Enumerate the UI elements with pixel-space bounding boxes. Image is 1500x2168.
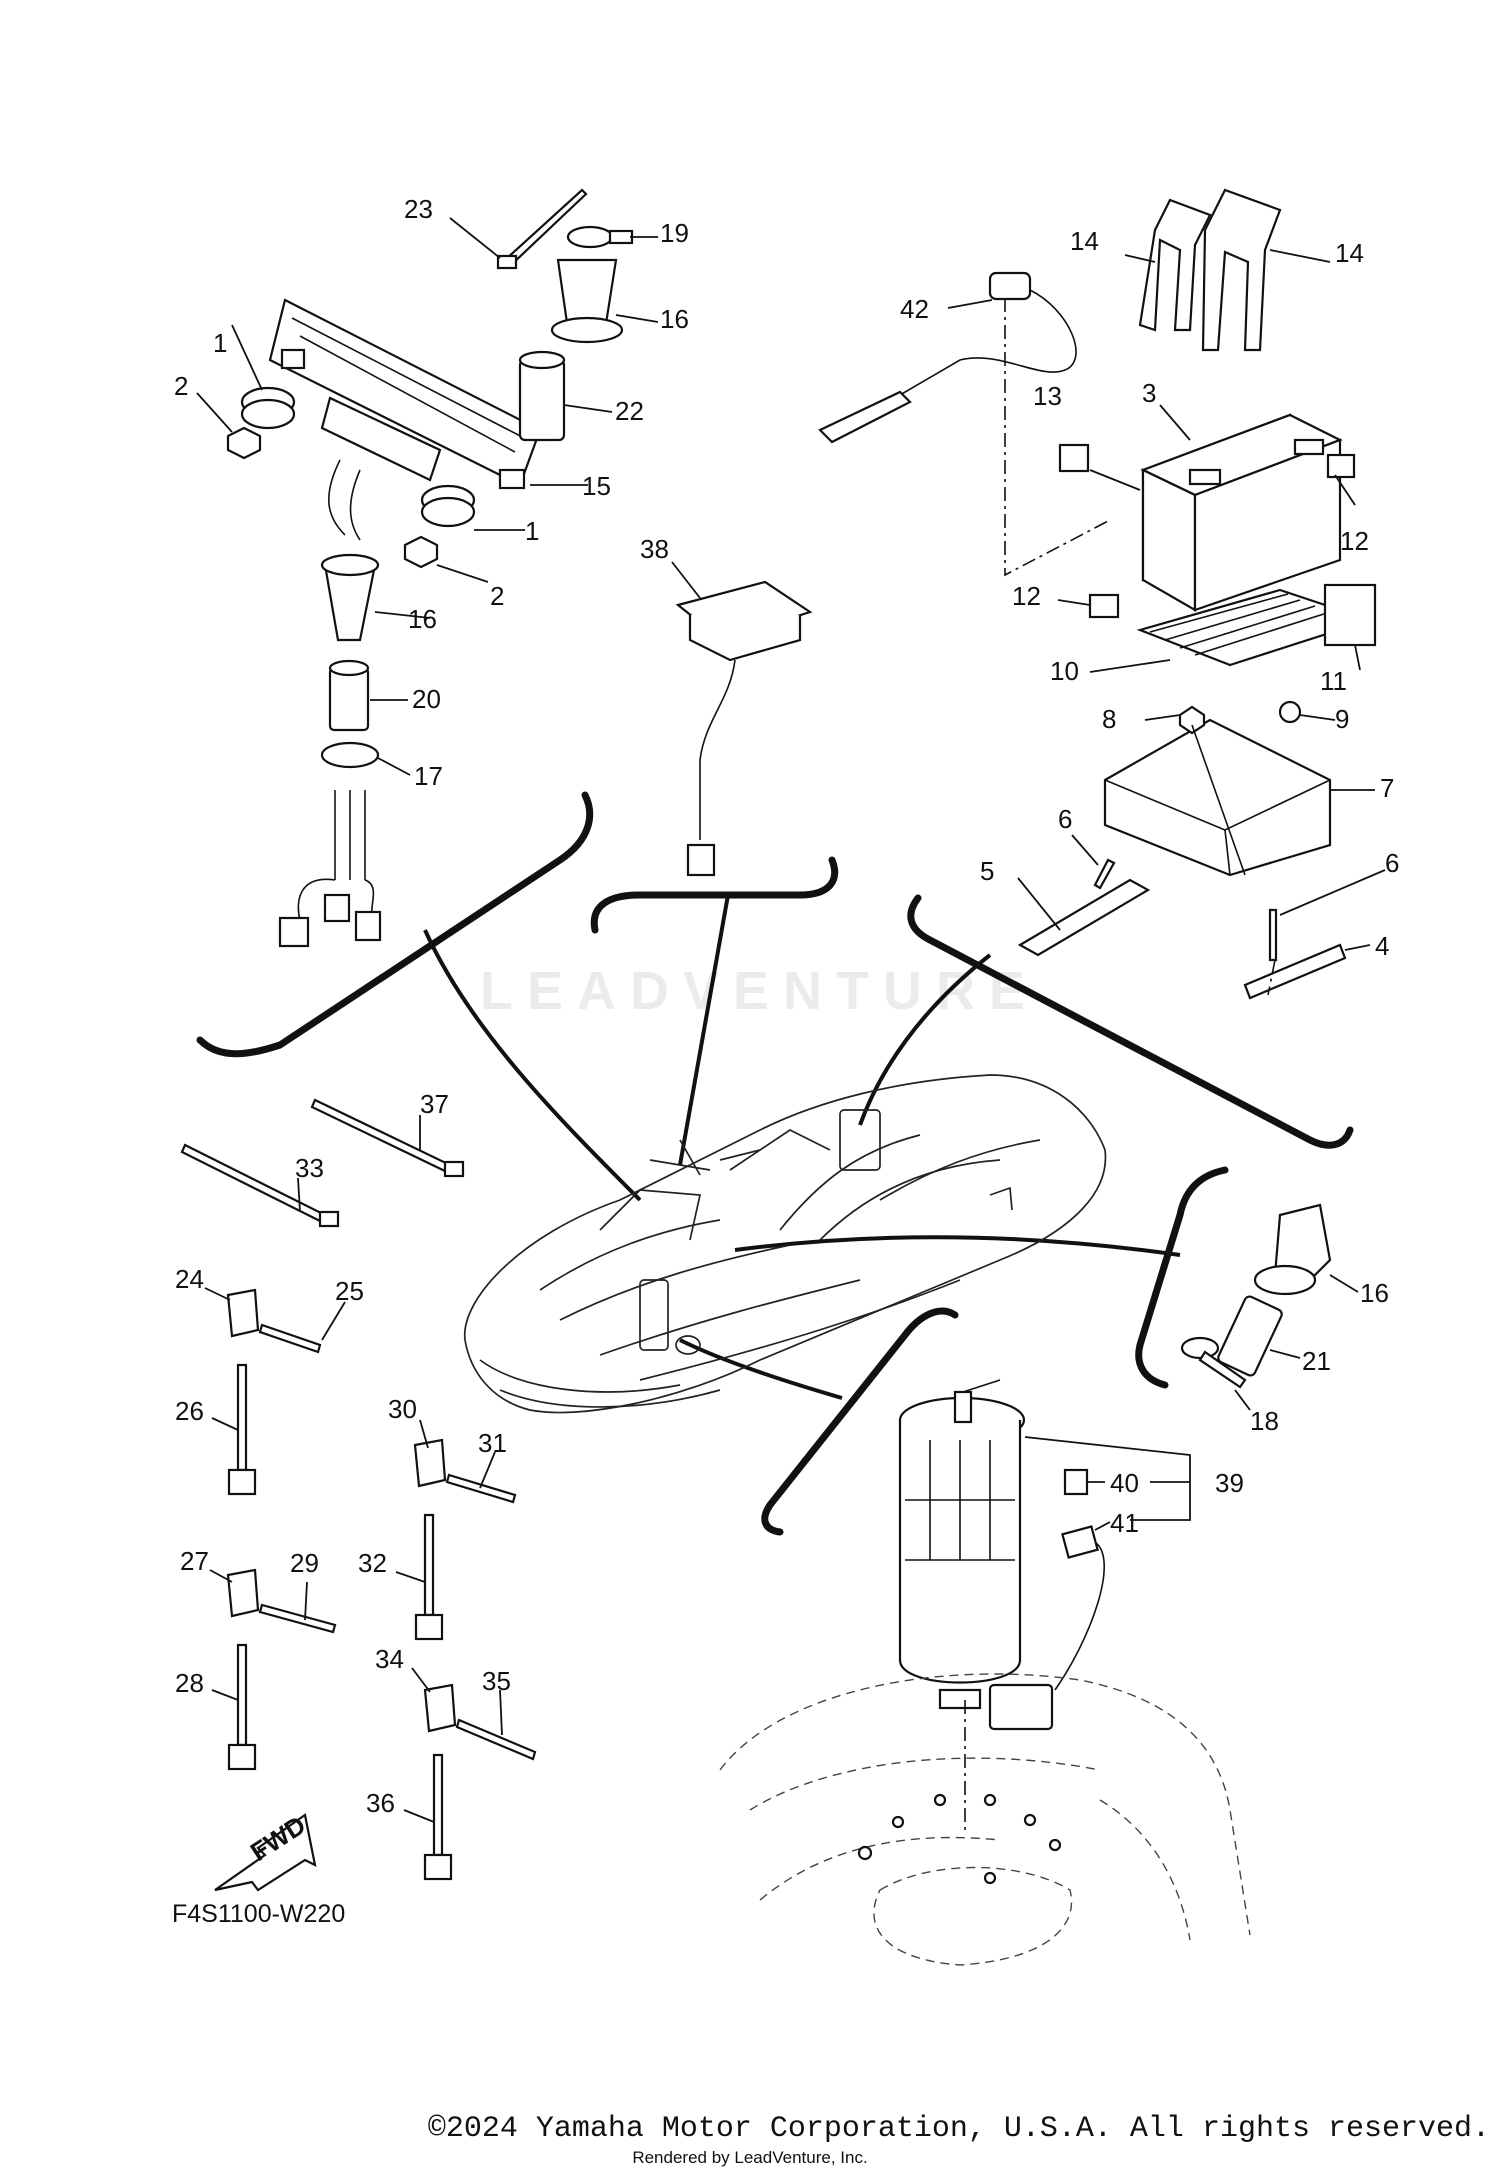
- callout-16: 16: [660, 304, 689, 334]
- callout-12: 12: [1012, 581, 1041, 611]
- callout-38: 38: [640, 534, 669, 564]
- callout-9: 9: [1335, 704, 1349, 734]
- battery-assembly: [818, 188, 1377, 673]
- callout-41: 41: [1110, 1508, 1139, 1538]
- copyright-notice: ©2024 Yamaha Motor Corporation, U.S.A. A…: [427, 2112, 1490, 2146]
- callout-40: 40: [1110, 1468, 1139, 1498]
- callout-23: 23: [404, 194, 433, 224]
- callout-10: 10: [1050, 656, 1079, 686]
- watercraft-hull: [463, 1074, 1107, 1414]
- fuel-tank-outline: [719, 1673, 1251, 1966]
- watermark: LEADVENTURE: [480, 961, 1040, 1021]
- callout-14: 14: [1070, 226, 1099, 256]
- callout-29: 29: [290, 1548, 319, 1578]
- callout-7: 7: [1380, 773, 1394, 803]
- callout-8: 8: [1102, 704, 1116, 734]
- callout-27: 27: [180, 1546, 209, 1576]
- callout-28: 28: [175, 1668, 204, 1698]
- callout-6: 6: [1058, 804, 1072, 834]
- callout-33: 33: [295, 1153, 324, 1183]
- callout-1: 1: [525, 516, 539, 546]
- clips-and-ties: [180, 1098, 537, 1881]
- callout-16: 16: [408, 604, 437, 634]
- callout-31: 31: [478, 1428, 507, 1458]
- callout-2: 2: [490, 581, 504, 611]
- callout-14: 14: [1335, 238, 1364, 268]
- callout-3: 3: [1142, 378, 1156, 408]
- callout-25: 25: [335, 1276, 364, 1306]
- meter-assembly: [196, 298, 588, 948]
- callout-16: 16: [1360, 1278, 1389, 1308]
- callout-17: 17: [414, 761, 443, 791]
- callout-32: 32: [358, 1548, 387, 1578]
- top-small-parts: [449, 188, 659, 442]
- callout-42: 42: [900, 294, 929, 324]
- callout-5: 5: [980, 856, 994, 886]
- callout-12: 12: [1340, 526, 1369, 556]
- grouping-brackets: [196, 791, 1354, 1536]
- callout-35: 35: [482, 1666, 511, 1696]
- callout-30: 30: [388, 1394, 417, 1424]
- callout-18: 18: [1250, 1406, 1279, 1436]
- callout-13: 13: [1033, 381, 1062, 411]
- callout-4: 4: [1375, 931, 1389, 961]
- callout-21: 21: [1302, 1346, 1331, 1376]
- fuel-pump-assembly: [898, 1379, 1191, 1830]
- callout-36: 36: [366, 1788, 395, 1818]
- callout-2: 2: [174, 371, 188, 401]
- callout-6: 6: [1385, 848, 1399, 878]
- fuel-cap-parts: [1180, 1203, 1359, 1411]
- callout-11: 11: [1320, 666, 1347, 696]
- callout-19: 19: [660, 218, 689, 248]
- rendered-by-notice: Rendered by LeadVenture, Inc.: [632, 2148, 868, 2167]
- callout-37: 37: [420, 1089, 449, 1119]
- switch-assembly: [671, 561, 813, 877]
- callout-39: 39: [1215, 1468, 1244, 1498]
- callout-1: 1: [213, 328, 227, 358]
- drawing-code: F4S1100-W220: [172, 1900, 345, 1928]
- callout-20: 20: [412, 684, 441, 714]
- callout-22: 22: [615, 396, 644, 426]
- fwd-direction-arrow: FWD: [214, 1810, 317, 1892]
- callout-labels: 1 1 2 2 3 4 5 6 6 7 8 9 10 11 12 12 13 1…: [174, 194, 1399, 1818]
- battery-box-assembly: [1017, 700, 1386, 1000]
- callout-34: 34: [375, 1644, 404, 1674]
- callout-26: 26: [175, 1396, 204, 1426]
- callout-24: 24: [175, 1264, 204, 1294]
- callout-15: 15: [582, 471, 611, 501]
